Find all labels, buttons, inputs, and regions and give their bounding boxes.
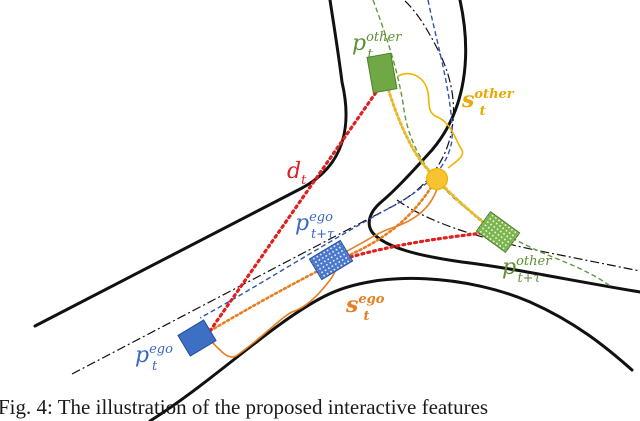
label-p-ego-t: pego t — [135, 342, 173, 374]
ego-vehicle-path — [199, 0, 453, 319]
label-p-ego-t-tau-base: p — [295, 211, 309, 236]
label-s-other-t-sub: t — [480, 104, 486, 119]
label-s-ego-t-sup: ego — [358, 292, 384, 307]
conflict-point — [425, 167, 449, 191]
label-d-t-base: d — [287, 159, 301, 184]
label-p-other-t-sub: t — [367, 47, 373, 62]
lane-centerlines — [71, 0, 640, 375]
road-edge-lower — [148, 276, 634, 421]
label-p-other-t-base: p — [352, 31, 366, 56]
figure-caption: Fig. 4: The illustration of the proposed… — [0, 395, 489, 419]
label-s-other-t-sup: other — [474, 87, 514, 102]
label-p-ego-t-sup: ego — [149, 342, 173, 357]
ego-vehicle-current — [177, 319, 217, 357]
label-s-other-t: sother t — [461, 87, 515, 119]
s-ego-arc — [211, 185, 439, 358]
label-p-other-t-tau: pother t+τ — [502, 254, 552, 286]
label-p-other-t-tau-base: p — [502, 255, 516, 280]
road-edge-inner-arc — [367, 0, 640, 294]
s-other-arc — [397, 72, 464, 169]
centerline-branch — [396, 199, 640, 272]
label-p-ego-t-tau-sub: t+τ — [311, 227, 335, 242]
label-p-ego-t-tau: pego t+τ — [295, 210, 335, 242]
ego-vehicle-future — [308, 239, 354, 281]
label-p-other-t-tau-sup: other — [516, 254, 552, 269]
other-trail-dotted — [385, 83, 492, 230]
road-edge-left-upper — [33, 0, 348, 328]
label-s-ego-t: sego t — [345, 292, 385, 324]
label-s-ego-t-sub: t — [363, 309, 369, 324]
label-p-other-t-tau-sub: t+τ — [517, 271, 541, 286]
label-p-other-t: pother t — [352, 30, 402, 62]
distance-line-future — [331, 230, 494, 264]
label-s-other-t-base: s — [461, 87, 474, 113]
label-p-ego-t-sub: t — [152, 359, 158, 374]
ego-trail-dotted — [208, 184, 434, 333]
label-p-ego-t-base: p — [135, 343, 149, 368]
label-d-t: dt — [287, 159, 307, 188]
label-s-ego-t-base: s — [345, 292, 358, 318]
distance-line-current — [203, 76, 388, 340]
other-vehicle-current — [366, 52, 398, 94]
label-p-ego-t-tau-sup: ego — [309, 210, 333, 225]
other-vehicle-future — [475, 211, 521, 253]
label-p-other-t-sup: other — [366, 30, 402, 45]
road-edges — [33, 0, 640, 421]
label-d-t-sub: t — [301, 173, 307, 188]
centerline-main — [71, 0, 455, 375]
